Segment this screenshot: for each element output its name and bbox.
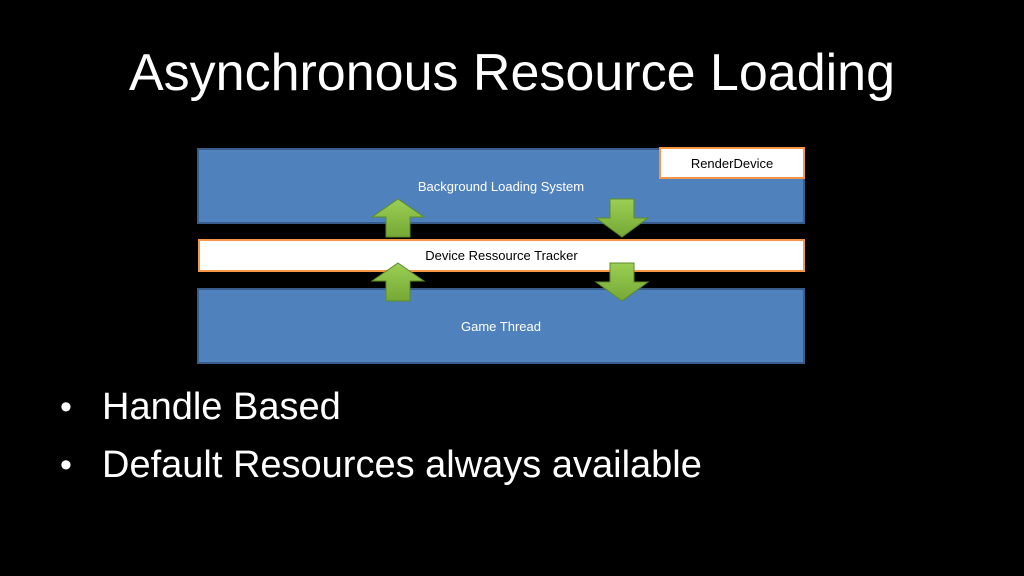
bullet-text: Default Resources always available [102, 444, 702, 486]
game-thread-label: Game Thread [461, 318, 541, 334]
background-loading-system-label: Background Loading System [417, 179, 585, 194]
slide-title: Asynchronous Resource Loading [128, 44, 896, 102]
up-arrow-icon [370, 262, 426, 302]
bullet-list: • Handle Based • Default Resources alway… [60, 378, 702, 494]
bullet-text: Handle Based [102, 386, 341, 428]
bullet-item: • Handle Based [60, 378, 702, 436]
game-thread-box: Game Thread [197, 288, 805, 364]
bullet-marker: • [60, 388, 72, 426]
bullet-item: • Default Resources always available [60, 436, 702, 494]
up-arrow-icon [370, 198, 426, 238]
down-arrow-icon [594, 262, 650, 302]
device-resource-tracker-label: Device Ressource Tracker [425, 248, 578, 263]
device-resource-tracker-box: Device Ressource Tracker [198, 239, 805, 272]
render-device-box: RenderDevice [659, 147, 805, 179]
bullet-marker: • [60, 446, 72, 484]
down-arrow-icon [594, 198, 650, 238]
render-device-label: RenderDevice [690, 155, 774, 171]
